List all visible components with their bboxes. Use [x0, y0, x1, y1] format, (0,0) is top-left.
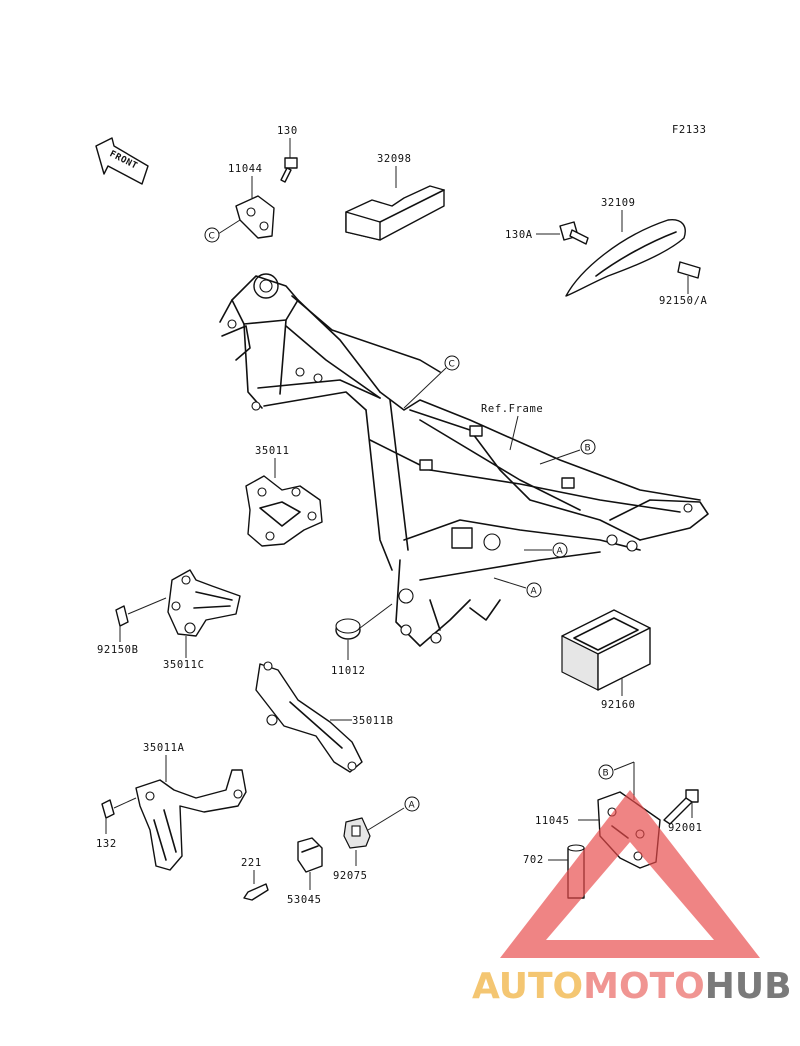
ref-mark-c-2: C [449, 360, 455, 370]
watermark-triangle-icon [500, 790, 760, 958]
ref-mark-a-2: A [531, 587, 538, 597]
part-92075-grommet: A 92075 [333, 796, 420, 882]
watermark-moto: MOTO [583, 966, 705, 1007]
ref-mark-a-1: A [557, 547, 564, 557]
frame-callouts: C Ref.Frame B A A [403, 355, 596, 598]
label-ref-frame: Ref.Frame [481, 403, 543, 415]
label-32098: 32098 [377, 153, 412, 165]
figure-code: F2133 [672, 124, 707, 136]
part-35011A-bracket: 35011A 132 [96, 742, 247, 871]
label-92150A: 92150/A [659, 295, 708, 307]
part-35011B-bracket: 35011B [255, 661, 394, 773]
ref-mark-a-3: A [409, 801, 416, 811]
label-35011A: 35011A [143, 742, 185, 754]
front-arrow-icon: FRONT [95, 137, 149, 185]
label-92075: 92075 [333, 870, 368, 882]
label-92001: 92001 [668, 822, 703, 834]
label-35011B: 35011B [352, 715, 394, 727]
part-11012-cap: 11012 [331, 603, 393, 677]
label-132: 132 [96, 838, 117, 850]
part-53045-clip: 221 53045 [241, 837, 323, 906]
label-11044: 11044 [228, 163, 263, 175]
svg-text:AUTOMOTOHUB: AUTOMOTOHUB [472, 966, 792, 1007]
label-130: 130 [277, 125, 298, 137]
part-11044-bracket: 130 11044 C [204, 125, 298, 243]
label-130A: 130A [505, 229, 533, 241]
label-11012: 11012 [331, 665, 366, 677]
part-35011C-bracket: 92150B 35011C [97, 569, 241, 671]
ref-mark-c-1: C [209, 232, 215, 242]
label-35011C: 35011C [163, 659, 205, 671]
label-53045: 53045 [287, 894, 322, 906]
part-92160-case: 92160 [561, 609, 651, 711]
label-32109: 32109 [601, 197, 636, 209]
label-35011: 35011 [255, 445, 290, 457]
watermark-auto: AUTO [472, 966, 583, 1007]
part-32098-cover: 32098 [345, 153, 445, 241]
part-35011-bracket: 35011 [245, 445, 323, 547]
label-11045: 11045 [535, 815, 570, 827]
label-92150B: 92150B [97, 644, 139, 656]
main-frame [219, 273, 709, 647]
label-221: 221 [241, 857, 262, 869]
watermark-hub: HUB [705, 966, 792, 1007]
part-32109-guard: 32109 130A 92150/A [505, 197, 708, 307]
ref-mark-b-2: B [603, 769, 609, 779]
ref-mark-b-1: B [585, 444, 591, 454]
watermark-logo: AUTOMOTOHUB [472, 790, 792, 1007]
label-702: 702 [523, 854, 544, 866]
label-92160: 92160 [601, 699, 636, 711]
